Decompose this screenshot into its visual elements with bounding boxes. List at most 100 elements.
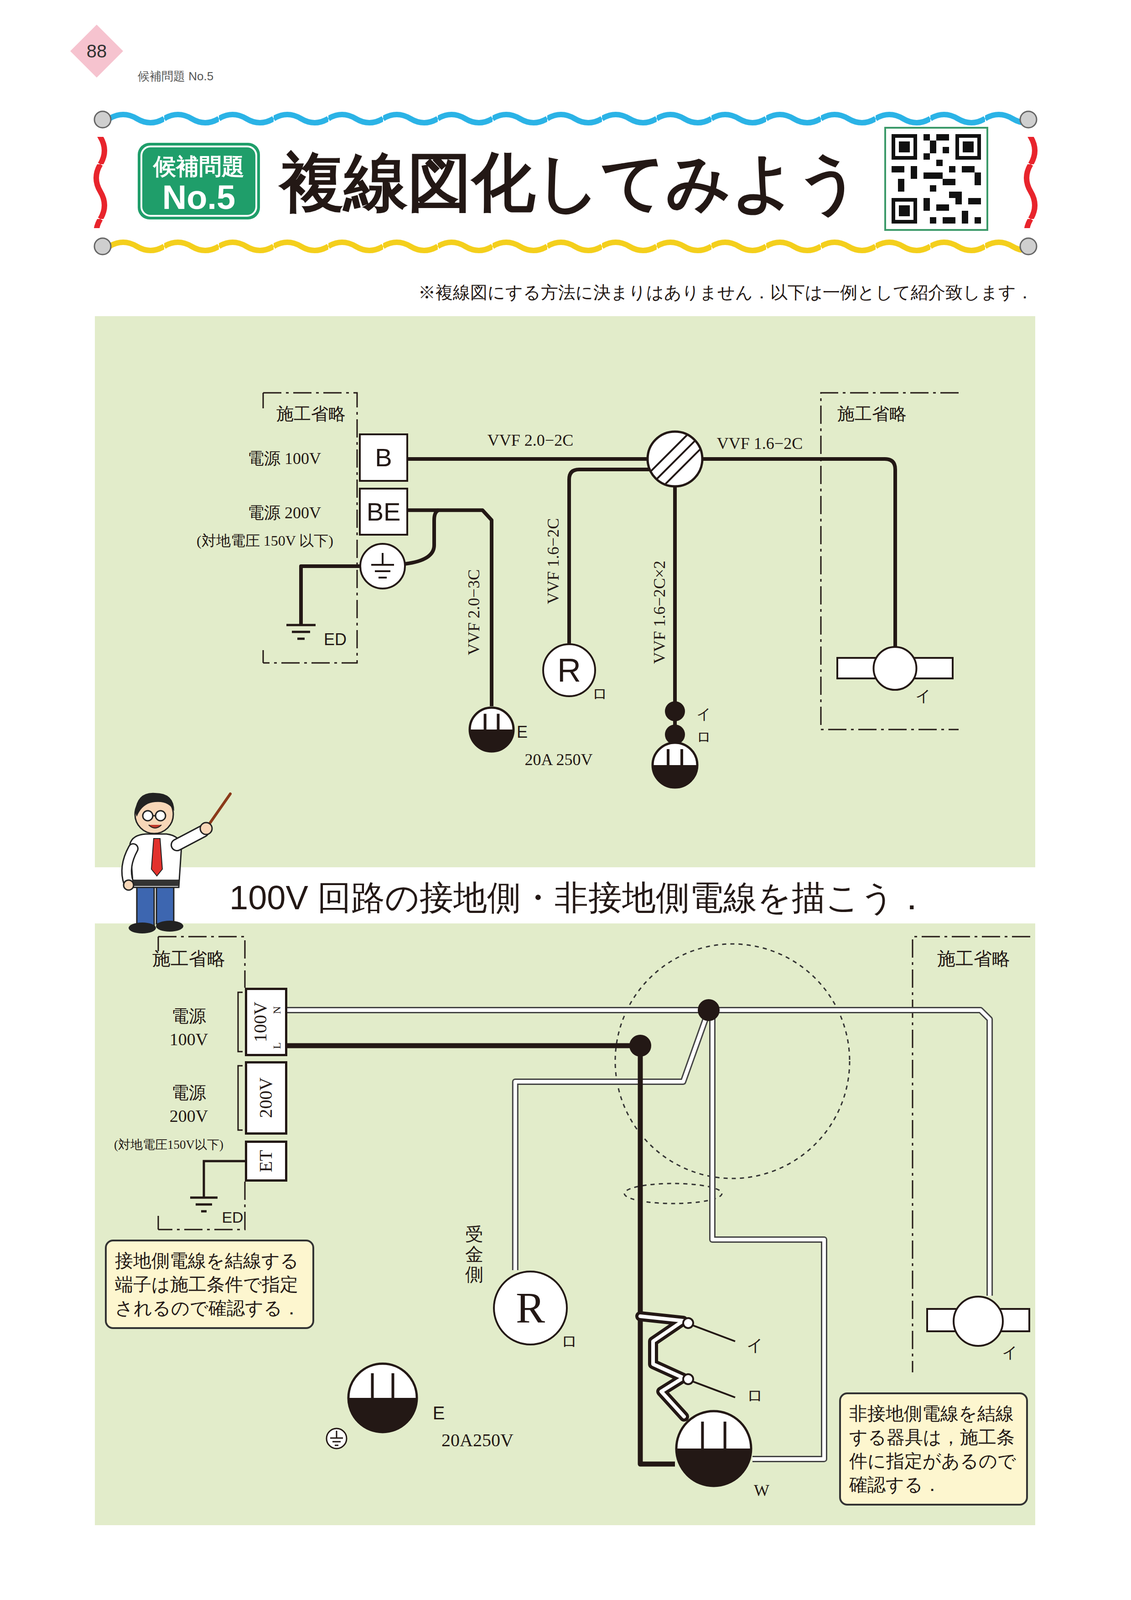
wire-stroke — [287, 1009, 990, 1296]
switch-label: イ — [746, 1335, 764, 1355]
cable-label: VVF 2.0−2C — [487, 430, 574, 451]
teacher-illustration — [123, 792, 231, 934]
outlet-symbol-outline — [674, 1409, 753, 1487]
switch-label: ロ — [696, 727, 712, 746]
page-number: 88 — [69, 23, 125, 79]
earth-mark — [326, 1427, 347, 1448]
power-label: 電源 100V — [163, 1004, 214, 1052]
node-text: ロ — [560, 1331, 578, 1351]
node-text: 20A250V — [441, 1428, 514, 1451]
cable-label: VVF 1.6−2C — [543, 518, 564, 604]
terminal-block: ET — [244, 1140, 288, 1182]
outlet-symbol: E20A 250V — [468, 705, 515, 753]
panel-ground — [94, 316, 1036, 1525]
section-heading: 100V 回路の接地側・非接地側電線を描こう． — [229, 877, 929, 919]
power-label: 電源 200V — [163, 1080, 214, 1128]
outlet-symbol-outline — [347, 1361, 419, 1433]
junction-dot — [629, 1034, 652, 1057]
area-label: 施工省略 — [152, 947, 226, 970]
node-text: E — [432, 1401, 446, 1424]
power-label: 電源 100V — [247, 448, 322, 469]
wire-stroke — [287, 1045, 675, 1464]
node-text: イ — [915, 686, 932, 706]
node-text: L — [270, 1042, 284, 1049]
wire-stroke — [287, 1009, 709, 1270]
note-text: 非接地側電線を結線する器具は，施工条件に指定があるので確認する． — [849, 1400, 1018, 1496]
header-frame — [91, 109, 1040, 256]
header-text: 候補問題 No.5 — [137, 69, 214, 84]
node-text: W — [753, 1480, 770, 1500]
wire — [287, 1045, 675, 1464]
area-label: 施工省略 — [276, 403, 346, 425]
switch-pivot — [683, 1317, 694, 1384]
outlet-symbol-outline — [468, 705, 515, 753]
node-text: ET — [254, 1149, 277, 1173]
node-text: ロ — [591, 684, 608, 704]
node-text: 20A 250V — [524, 749, 593, 770]
receptacle-lamp: R受金側ロ — [492, 1269, 569, 1346]
wire-stroke — [408, 509, 492, 706]
node-text: 100V — [249, 1001, 272, 1043]
grounded-wire — [287, 1009, 825, 1459]
switch-symbol — [664, 700, 685, 745]
wire-stroke — [287, 1009, 990, 1296]
node-text: R — [515, 1281, 545, 1334]
note-text: ※複線図にする方法に決まりはありません．以下は一例として紹介致します． — [418, 282, 1034, 304]
ground-label: ED — [221, 1207, 244, 1227]
crossover-wire — [640, 1315, 685, 1417]
note-box: 非接地側電線を結線する器具は，施工条件に指定があるので確認する． — [839, 1391, 1028, 1505]
ground-symbol — [190, 1160, 245, 1211]
ground-label: ED — [323, 629, 347, 649]
pendant-light-outline — [926, 1295, 1031, 1347]
wiring — [286, 458, 896, 748]
wire-stroke — [287, 1009, 825, 1459]
switch-label: イ — [696, 705, 712, 723]
node-text: 候補問題 — [153, 152, 245, 181]
node-text: R — [557, 650, 582, 690]
node-text: No.5 — [162, 177, 236, 218]
note-box: 接地側電線を結線する端子は施工条件で指定されるので確認する． — [104, 1239, 315, 1329]
pendant-light-outline — [836, 645, 954, 691]
breaker-box: B — [358, 433, 409, 482]
junction-dot — [697, 998, 720, 1021]
power-label: 電源 200V — [247, 503, 322, 523]
grounded-wire — [287, 1009, 990, 1296]
breaker-box: BE — [358, 487, 409, 536]
note-text: 接地側電線を結線する端子は施工条件で指定されるので確認する． — [114, 1248, 305, 1320]
omitted-area-border — [158, 392, 1031, 1372]
node-text: B — [374, 441, 392, 473]
qr-code — [885, 127, 988, 230]
voltage-note: (対地電圧 150V 以下) — [196, 531, 334, 550]
pendant-light: イ — [836, 645, 954, 691]
outlet-symbol: W — [674, 1409, 753, 1487]
junction-box-symbol — [643, 431, 707, 488]
junction-area — [615, 943, 850, 1204]
cable-label: VVF 2.0−3C — [464, 569, 484, 655]
node-text: E — [516, 721, 528, 742]
switch-symbol — [692, 1324, 736, 1397]
node-text: 200V — [254, 1077, 277, 1118]
node-text: 88 — [86, 40, 108, 63]
area-label: 施工省略 — [837, 403, 907, 425]
wire-stroke — [287, 1009, 825, 1459]
area-label: 施工省略 — [937, 947, 1011, 970]
terminal-bracket — [238, 991, 243, 1130]
terminal-block: 200V — [244, 1060, 288, 1135]
title-badge: 候補問題No.5 — [137, 142, 260, 220]
wire — [408, 509, 492, 706]
earth-terminal-symbol — [360, 543, 405, 589]
node-text: イ — [1001, 1343, 1018, 1362]
cable-label: VVF 1.6−2C×2 — [649, 560, 670, 665]
outlet-symbol: E20A250V — [347, 1361, 419, 1433]
pendant-light: イ — [926, 1295, 1031, 1347]
node-text: 受金側 — [465, 1224, 484, 1285]
grounded-wire — [287, 1009, 709, 1270]
switch-label: ロ — [746, 1385, 764, 1406]
outlet-symbol — [652, 742, 698, 788]
receptacle-lamp: Rロ — [541, 642, 597, 698]
page-title: 複線図化してみよう — [280, 144, 862, 221]
